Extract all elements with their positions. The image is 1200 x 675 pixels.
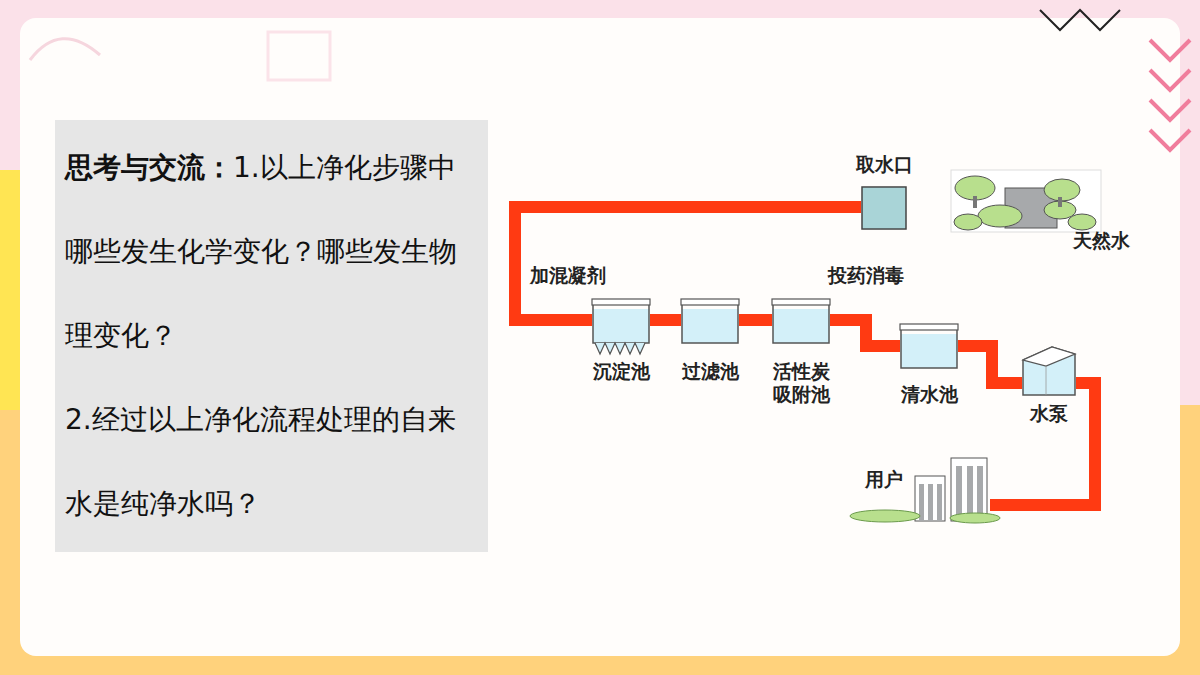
- nature-illustration: [951, 170, 1101, 232]
- intake-shape: [861, 186, 907, 230]
- pump-shape: [1022, 346, 1076, 396]
- station-label: 水泵: [1030, 402, 1068, 425]
- process-label: 加混凝剂: [530, 264, 606, 287]
- question-heading: 思考与交流：: [65, 151, 233, 184]
- station-label: 清水池: [901, 383, 958, 406]
- carbon-tank: 活性炭 吸附池: [772, 299, 830, 344]
- station-label: 沉淀池: [593, 360, 650, 383]
- station-label: 用户: [865, 468, 903, 491]
- tank-shape: [681, 299, 739, 344]
- question-text: 2.经过以上净化流程处理的自来水是纯净水吗？: [65, 378, 478, 546]
- users-buildings: 用户: [915, 456, 990, 521]
- settling-tank: 沉淀池: [592, 299, 650, 344]
- station-label: 活性炭 吸附池: [769, 360, 833, 406]
- question-box: 思考与交流：1.以上净化步骤中哪些发生化学变化？哪些发生物理变化？2.经过以上净…: [55, 120, 488, 552]
- pipe-connector: [739, 314, 772, 326]
- pipe-connector: [650, 314, 681, 326]
- tank-shape: [592, 299, 650, 344]
- station-label: 取水口: [856, 153, 913, 176]
- filter-tank: 过滤池: [681, 299, 739, 344]
- station-label: 过滤池: [682, 360, 739, 383]
- intake-box: 取水口: [861, 186, 907, 230]
- pipe-connector: [990, 383, 1095, 505]
- pipe-connector: [515, 207, 861, 320]
- tank-shape: [772, 299, 830, 344]
- water-pump: 水泵: [1022, 346, 1076, 396]
- clear-water-tank: 清水池: [900, 324, 958, 369]
- pipe-connector: [958, 346, 1022, 383]
- buildings-shape: [915, 456, 990, 521]
- picture-label: 天然水: [1073, 229, 1130, 252]
- pipe-connector: [830, 320, 900, 346]
- process-label: 投药消毒: [828, 264, 904, 287]
- tank-shape: [900, 324, 958, 369]
